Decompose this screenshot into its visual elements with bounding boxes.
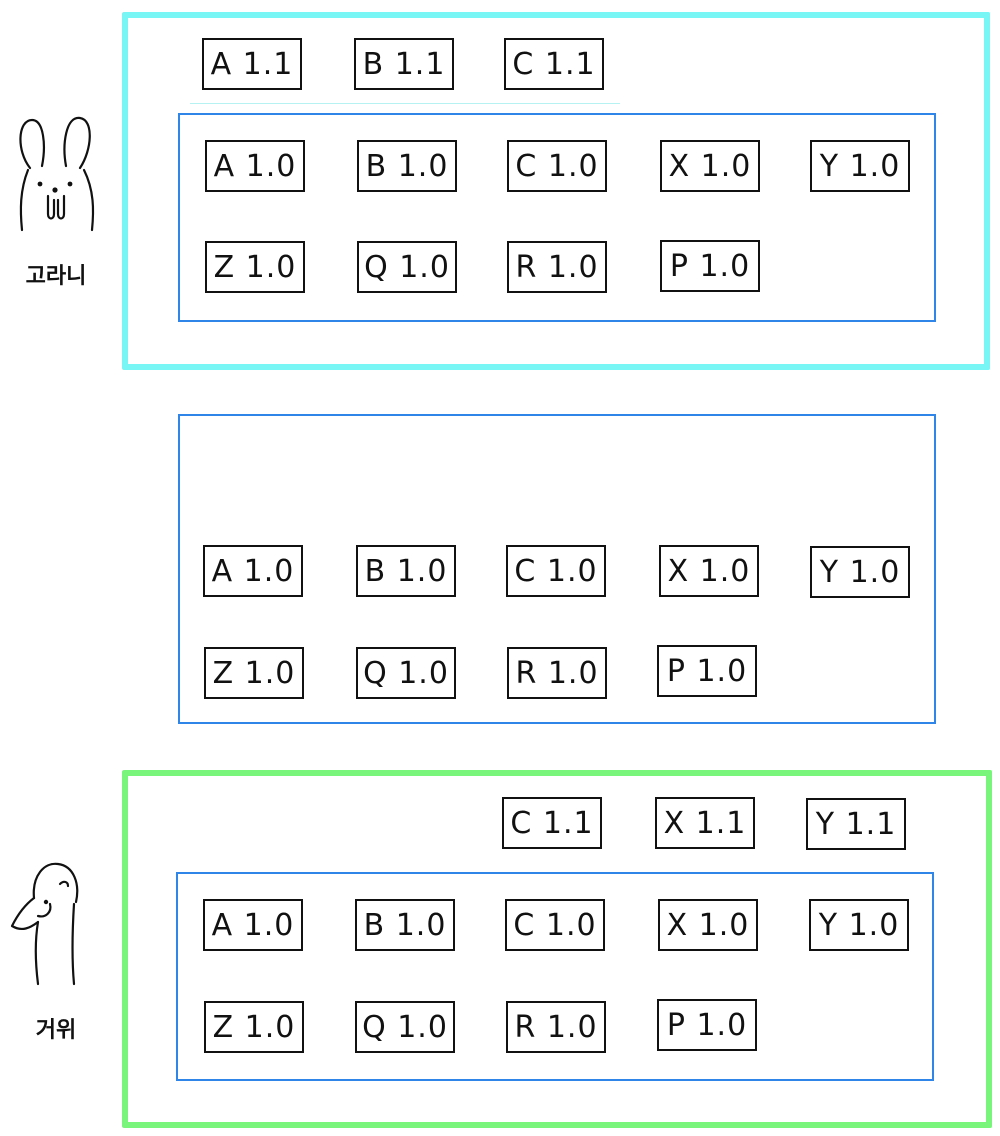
base-module: C 1.0 [506, 545, 606, 597]
base-module: Q 1.0 [357, 241, 457, 293]
top-override-module: B 1.1 [354, 38, 454, 90]
base-module: X 1.0 [660, 140, 760, 192]
bottom-variant-frame [122, 770, 992, 1128]
base-module: A 1.0 [203, 545, 303, 597]
bottom-override-module: X 1.1 [655, 797, 755, 849]
base-module: P 1.0 [657, 999, 757, 1051]
base-module: B 1.0 [356, 545, 456, 597]
base-module: A 1.0 [205, 140, 305, 192]
base-module: X 1.0 [659, 545, 759, 597]
base-modules-box [178, 414, 936, 724]
base-module: P 1.0 [657, 645, 757, 697]
base-module: Z 1.0 [204, 1001, 304, 1053]
bottom-override-module: C 1.1 [502, 797, 602, 849]
top-base-modules-box [178, 113, 936, 322]
base-module: Q 1.0 [356, 647, 456, 699]
override-row-divider [190, 103, 620, 104]
water-deer-icon [19, 116, 95, 232]
base-module: X 1.0 [658, 899, 758, 951]
base-module: R 1.0 [507, 647, 607, 699]
base-module: C 1.0 [507, 140, 607, 192]
bottom-override-module: Y 1.1 [806, 798, 906, 850]
base-module: Z 1.0 [205, 241, 305, 293]
top-variant-frame [122, 12, 990, 370]
base-module: P 1.0 [660, 240, 760, 292]
persona-label-goose: 거위 [35, 1018, 77, 1043]
base-module: Q 1.0 [355, 1001, 455, 1053]
base-module: R 1.0 [507, 241, 607, 293]
base-module: R 1.0 [506, 1001, 606, 1053]
base-module: B 1.0 [357, 140, 457, 192]
top-override-module: A 1.1 [202, 38, 302, 90]
base-module: Y 1.0 [810, 546, 910, 598]
base-module: Y 1.0 [809, 899, 909, 951]
persona-label-water-deer: 고라니 [25, 264, 87, 289]
goose-icon [10, 862, 79, 986]
persona-water-deer: 고라니 [8, 110, 104, 290]
base-module: B 1.0 [355, 899, 455, 951]
base-module: Y 1.0 [810, 140, 910, 192]
persona-goose: 거위 [8, 856, 104, 1046]
bottom-base-modules-box [176, 872, 934, 1081]
base-module: Z 1.0 [204, 647, 304, 699]
base-module: C 1.0 [505, 899, 605, 951]
top-override-module: C 1.1 [504, 38, 604, 90]
base-module: A 1.0 [203, 899, 303, 951]
